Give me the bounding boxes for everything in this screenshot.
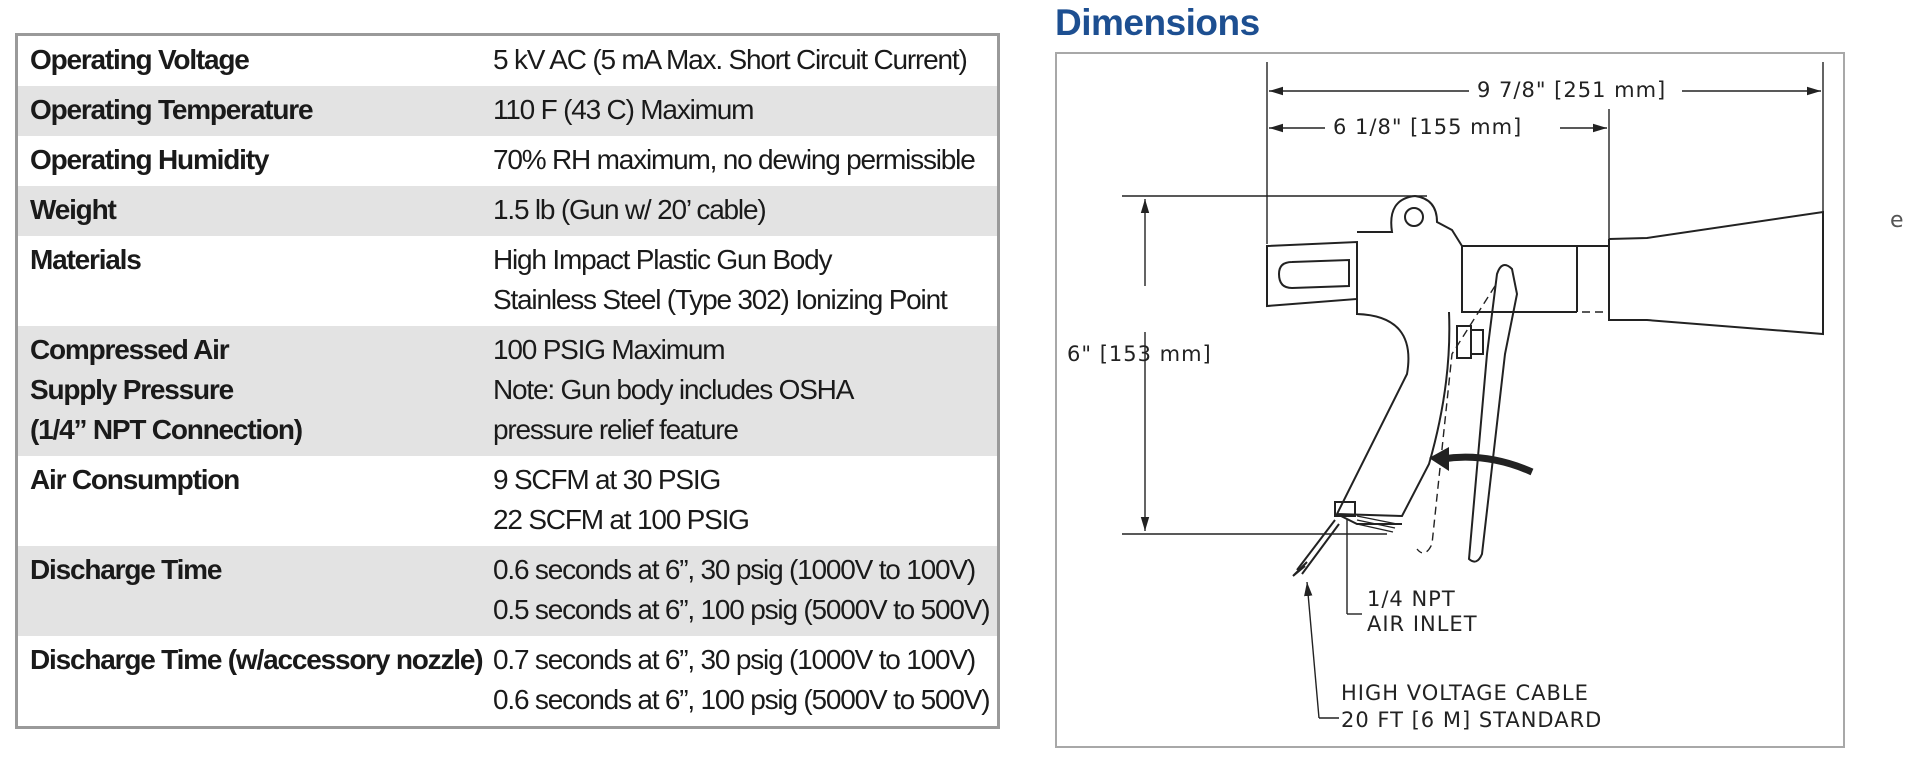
spec-label-line: Supply Pressure bbox=[30, 374, 234, 405]
spec-row: Operating Temperature 110 F (43 C) Maximu… bbox=[18, 86, 997, 136]
spec-value: 70% RH maximum, no dewing permissible bbox=[493, 140, 997, 180]
specifications-table: Operating Voltage 5 kV AC (5 mA Max. Shor… bbox=[15, 33, 1000, 729]
cable-callout: HIGH VOLTAGE CABLE 20 FT [6 M] STANDARD bbox=[1304, 581, 1602, 732]
spec-label: Operating Voltage bbox=[18, 40, 493, 80]
spec-label-line: Discharge Time bbox=[30, 554, 222, 585]
spec-value: 5 kV AC (5 mA Max. Short Circuit Current… bbox=[493, 40, 997, 80]
spec-row: Discharge Time (w/accessory nozzle) 0.7 s… bbox=[18, 636, 997, 726]
spec-label: Materials bbox=[18, 240, 493, 320]
edge-fragment-text: e bbox=[1890, 208, 1904, 233]
ionizing-gun-drawing: 9 7/8" [251 mm] 6 1/8" [155 mm] 6" [153 … bbox=[1067, 62, 1824, 732]
spec-value-line: Note: Gun body includes OSHA bbox=[493, 374, 854, 405]
spec-label-line: Operating Temperature bbox=[30, 94, 314, 125]
spec-value: 9 SCFM at 30 PSIG 22 SCFM at 100 PSIG bbox=[493, 460, 997, 540]
spec-value-line: 9 SCFM at 30 PSIG bbox=[493, 464, 721, 495]
spec-value-line: 5 kV AC (5 mA Max. Short Circuit Current… bbox=[493, 44, 968, 75]
overall-length-label: 9 7/8" [251 mm] bbox=[1477, 78, 1666, 102]
spec-value: 0.7 seconds at 6”, 30 psig (1000V to 100… bbox=[493, 640, 997, 720]
spec-label-line: (1/4” NPT Connection) bbox=[30, 414, 303, 445]
spec-value-line: 70% RH maximum, no dewing permissible bbox=[493, 144, 976, 175]
cable-label-line-2: 20 FT [6 M] STANDARD bbox=[1341, 708, 1602, 732]
spec-value-line: Stainless Steel (Type 302) Ionizing Poin… bbox=[493, 284, 948, 315]
spec-label: Air Consumption bbox=[18, 460, 493, 540]
spec-label-line: Operating Voltage bbox=[30, 44, 250, 75]
spec-value: 1.5 lb (Gun w/ 20’ cable) bbox=[493, 190, 997, 230]
overall-length-dimension: 9 7/8" [251 mm] bbox=[1266, 62, 1824, 244]
spec-value-line: 0.5 seconds at 6”, 100 psig (5000V to 50… bbox=[493, 594, 991, 625]
spec-row: Discharge Time 0.6 seconds at 6”, 30 psig… bbox=[18, 546, 997, 636]
height-label: 6" [153 mm] bbox=[1067, 342, 1212, 366]
spec-label-line: Weight bbox=[30, 194, 117, 225]
spec-value-line: 0.7 seconds at 6”, 30 psig (1000V to 100… bbox=[493, 644, 976, 675]
spec-value-line: 0.6 seconds at 6”, 30 psig (1000V to 100… bbox=[493, 554, 976, 585]
spec-label: Weight bbox=[18, 190, 493, 230]
spec-label: Operating Humidity bbox=[18, 140, 493, 180]
spec-row: Weight 1.5 lb (Gun w/ 20’ cable) bbox=[18, 186, 997, 236]
spec-value-line: 100 PSIG Maximum bbox=[493, 334, 726, 365]
air-inlet-label-line-1: 1/4 NPT bbox=[1367, 587, 1456, 611]
spec-row: Operating Humidity 70% RH maximum, no dew… bbox=[18, 136, 997, 186]
dimensions-heading: Dimensions bbox=[1055, 2, 1260, 43]
spec-value-line: 1.5 lb (Gun w/ 20’ cable) bbox=[493, 194, 767, 225]
spec-label-line: Compressed Air bbox=[30, 334, 230, 365]
air-inlet-callout: 1/4 NPT AIR INLET bbox=[1346, 519, 1478, 636]
spec-value: 0.6 seconds at 6”, 30 psig (1000V to 100… bbox=[493, 550, 997, 630]
spec-value: 110 F (43 C) Maximum bbox=[493, 90, 997, 130]
spec-value-line: pressure relief feature bbox=[493, 414, 739, 445]
cable-label-line-1: HIGH VOLTAGE CABLE bbox=[1341, 681, 1589, 705]
spec-row: Air Consumption 9 SCFM at 30 PSIG 22 SCFM … bbox=[18, 456, 997, 546]
air-inlet-label-line-2: AIR INLET bbox=[1367, 612, 1478, 636]
gun-body bbox=[1266, 194, 1824, 577]
spec-label: Discharge Time (w/accessory nozzle) bbox=[18, 640, 493, 720]
spec-row: Operating Voltage 5 kV AC (5 mA Max. Shor… bbox=[18, 36, 997, 86]
spec-label-line: Materials bbox=[30, 244, 142, 275]
height-dimension: 6" [153 mm] bbox=[1067, 195, 1427, 535]
spec-value-line: 22 SCFM at 100 PSIG bbox=[493, 504, 750, 535]
spec-label: Operating Temperature bbox=[18, 90, 493, 130]
spec-value-line: 110 F (43 C) Maximum bbox=[493, 94, 754, 125]
spec-value-line: High Impact Plastic Gun Body bbox=[493, 244, 833, 275]
dimension-drawing-frame: 9 7/8" [251 mm] 6 1/8" [155 mm] 6" [153 … bbox=[1055, 52, 1845, 748]
spec-label-line: Discharge Time (w/accessory nozzle) bbox=[30, 644, 484, 675]
spec-label-line: Air Consumption bbox=[30, 464, 240, 495]
spec-label-line: Operating Humidity bbox=[30, 144, 269, 175]
spec-label: Discharge Time bbox=[18, 550, 493, 630]
body-length-dimension: 6 1/8" [155 mm] bbox=[1269, 109, 1610, 244]
body-length-label: 6 1/8" [155 mm] bbox=[1333, 115, 1522, 139]
spec-value-line: 0.6 seconds at 6”, 100 psig (5000V to 50… bbox=[493, 684, 991, 715]
